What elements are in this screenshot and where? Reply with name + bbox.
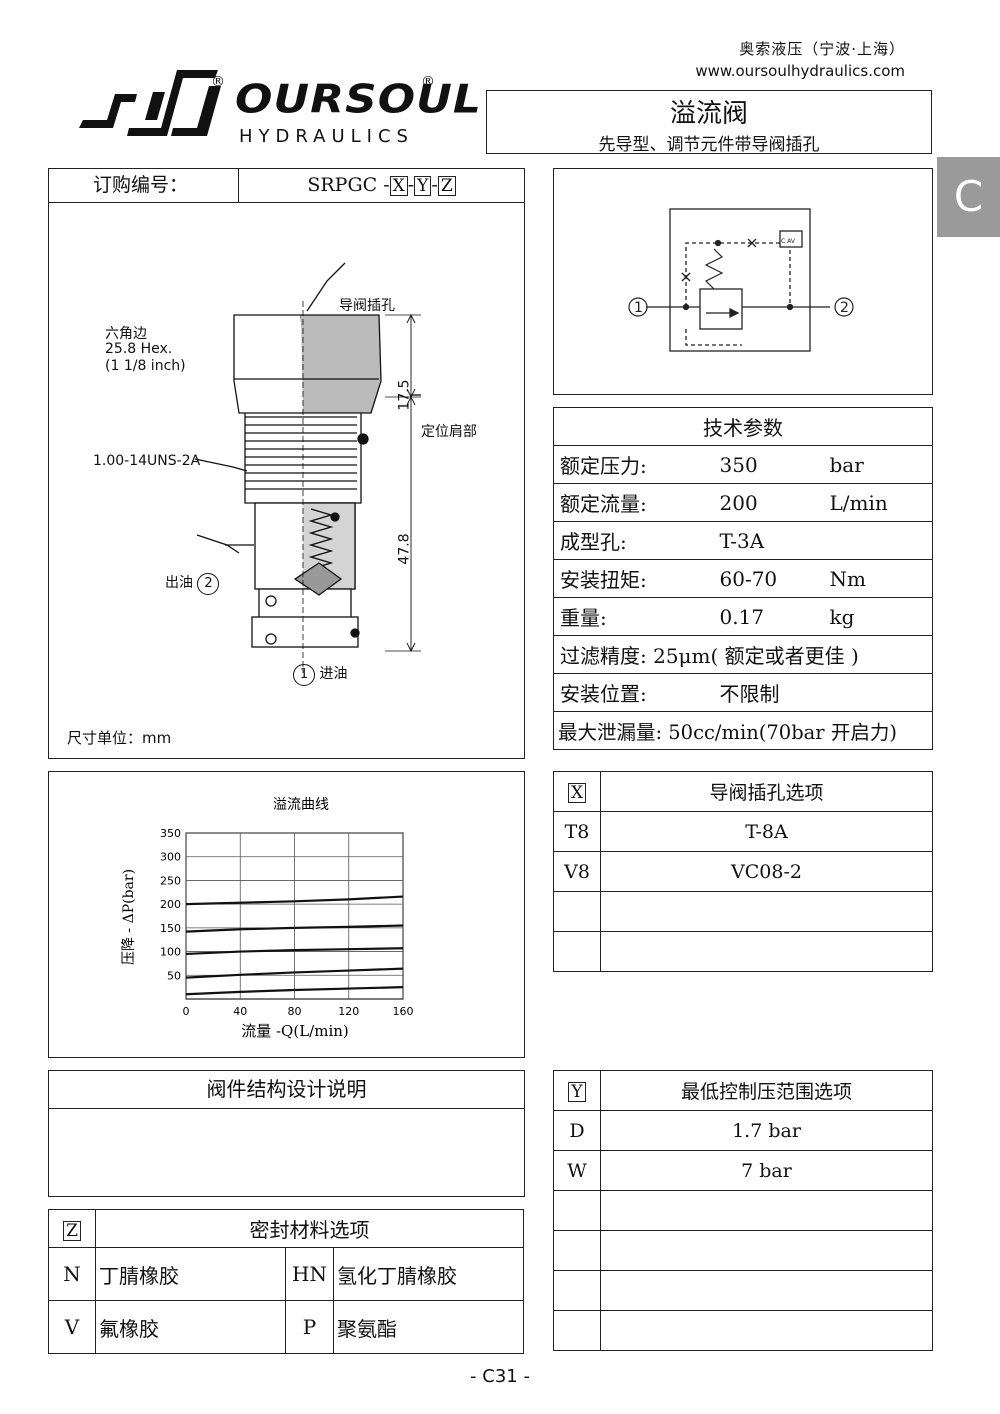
spec-row: 额定流量: 200 L/min [553, 483, 933, 522]
y-tick-label: 250 [160, 874, 181, 887]
spec-row: 过滤精度: 25μm( 额定或者更佳 ) [553, 635, 933, 674]
section-tab[interactable]: C [937, 157, 1000, 237]
order-code-y: Y [414, 176, 432, 196]
oursoul-logo-icon: ® ® [79, 70, 435, 136]
page-title: 溢流阀 [669, 99, 748, 129]
chart-xlabel: 流量 -Q(L/min) [241, 1022, 349, 1040]
y-tick-label: 100 [160, 946, 181, 959]
spec-filter: 过滤精度: 25μm( 额定或者更佳 ) [553, 635, 933, 674]
unit-note: 尺寸单位：mm [67, 729, 172, 747]
x-tick-label: 160 [393, 1005, 414, 1018]
y-option-key: Y [568, 1081, 586, 1102]
table-row: V 氟橡胶 P 聚氨酯 [48, 1300, 524, 1354]
spec-row: 最大泄漏量: 50cc/min(70bar 开启力) [553, 711, 933, 750]
inlet-port-number: 1 [293, 664, 315, 686]
svg-text:®: ® [211, 74, 225, 90]
chart-title: 溢流曲线 [273, 797, 329, 813]
company-name: 奥索液压（宁波·上海） [739, 40, 905, 58]
shoulder-label: 定位肩部 [421, 424, 477, 440]
order-label: 订购编号： [49, 169, 239, 202]
spec-row: 重量: 0.17 kg [553, 597, 933, 636]
table-row [553, 1270, 933, 1311]
table-row [553, 1230, 933, 1271]
svg-text:®: ® [421, 74, 435, 90]
z-option-key: Z [63, 1220, 81, 1241]
relief-valve-symbol: C AV 1 2 [628, 208, 854, 352]
x-tick-label: 40 [233, 1005, 247, 1018]
order-code-panel: 订购编号： SRPGC -X-Y-Z [48, 168, 525, 759]
spec-row: 安装扭矩: 60-70 Nm [553, 559, 933, 598]
hex-label: 六角边 [105, 326, 147, 342]
series-line-2 [185, 924, 404, 933]
inlet-label: 1 进油 [293, 663, 347, 686]
page-subtitle: 先导型、调节元件带导阀插孔 [598, 135, 820, 155]
table-row [553, 931, 933, 972]
symbol-port-1: 1 [634, 300, 643, 316]
dim-bottom: 47.8 [396, 533, 413, 565]
valve-cross-section [194, 262, 421, 673]
x-option-key: X [567, 782, 587, 803]
outlet-port-number: 2 [197, 573, 220, 595]
brand-name: OURSOUL [235, 76, 482, 123]
spec-row: 成型孔: T-3A [553, 521, 933, 560]
page-number: - C31 - [470, 1366, 530, 1387]
hydraulic-symbol-panel: C AV 1 2 [553, 168, 933, 395]
chart-svg: 溢流曲线 流量 -Q(L/min) 压降 - ΔP(bar) 0 40 80 120 1… [121, 797, 414, 1040]
title-box: 溢流阀 先导型、调节元件带导阀插孔 [486, 90, 932, 155]
x-options-title: 导阀插孔选项 [600, 771, 933, 812]
series-line-5 [185, 986, 404, 996]
y-tick-label: 350 [160, 827, 181, 840]
order-code-z: Z [437, 176, 456, 196]
table-row [553, 891, 933, 932]
table-row [553, 1310, 933, 1351]
thread-spec: 1.00-14UNS-2A [93, 453, 201, 469]
table-row: N 丁腈橡胶 HN 氢化丁腈橡胶 [48, 1247, 524, 1301]
brand-subtitle: HYDRAULICS [239, 126, 414, 147]
order-code: SRPGC -X-Y-Z [239, 169, 524, 202]
x-tick-label: 120 [338, 1005, 359, 1018]
series-line-4 [185, 967, 404, 979]
y-tick-label: 150 [160, 922, 181, 935]
y-options-title: 最低控制压范围选项 [600, 1070, 933, 1111]
spec-row: 额定压力: 350 bar [553, 445, 933, 484]
website-link[interactable]: www.oursoulhydraulics.com [695, 62, 905, 80]
series-line-1 [185, 895, 404, 906]
y-tick-label: 50 [167, 969, 181, 982]
order-code-prefix: SRPGC [307, 174, 378, 196]
x-tick-label: 0 [183, 1005, 190, 1018]
cav-label: C AV [781, 238, 796, 245]
pilot-port-label: 导阀插孔 [339, 298, 395, 314]
spec-table: 技术参数 额定压力: 350 bar 额定流量: 200 L/min 成型孔: … [553, 407, 933, 750]
y-tick-label: 300 [160, 851, 181, 864]
hex-size: 25.8 Hex. [105, 341, 173, 357]
design-notes-panel: 阀件结构设计说明 [48, 1070, 525, 1197]
z-options-table: Z 密封材料选项 N 丁腈橡胶 HN 氢化丁腈橡胶 V 氟橡胶 P 聚氨酯 [48, 1209, 524, 1354]
relief-curve-chart: 溢流曲线 流量 -Q(L/min) 压降 - ΔP(bar) 0 40 80 120 1… [48, 771, 525, 1058]
x-tick-label: 80 [288, 1005, 302, 1018]
spec-leakage: 最大泄漏量: 50cc/min(70bar 开启力) [553, 711, 933, 750]
design-title: 阀件结构设计说明 [49, 1071, 524, 1109]
dim-top: 17.5 [396, 379, 413, 411]
brand-logo: ® ® OURSOUL HYDRAULICS [75, 70, 481, 150]
spec-row: 安装位置: 不限制 [553, 673, 933, 712]
outlet-label: 出油 2 [165, 572, 220, 595]
z-options-title: 密封材料选项 [95, 1209, 524, 1248]
spec-title: 技术参数 [553, 407, 933, 446]
series-line-3 [185, 947, 404, 956]
order-code-x: X [389, 176, 408, 196]
hex-inch: (1 1/8 inch) [105, 358, 186, 374]
table-row [553, 1190, 933, 1231]
symbol-port-2: 2 [840, 300, 849, 316]
y-tick-label: 200 [160, 898, 181, 911]
chart-ylabel: 压降 - ΔP(bar) [121, 869, 137, 965]
